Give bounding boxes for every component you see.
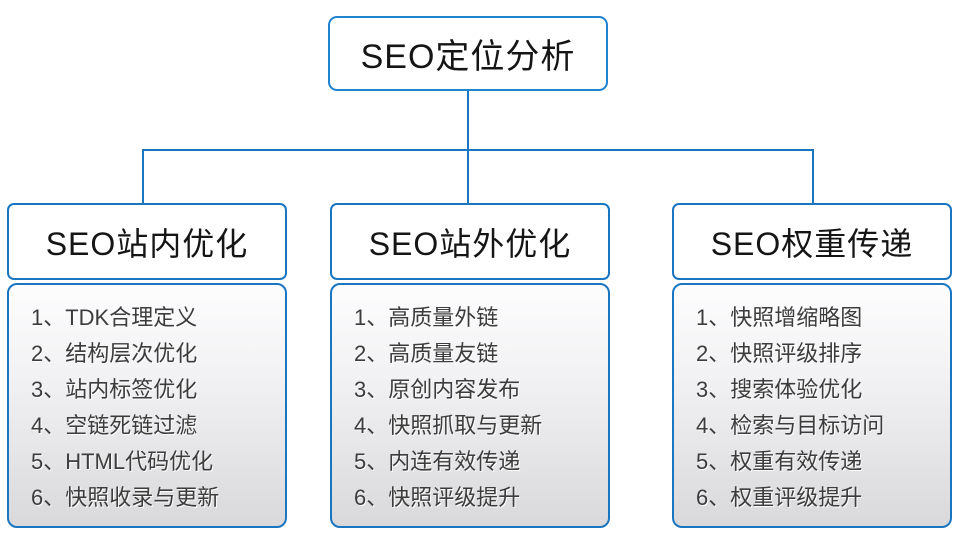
list-item: 3、原创内容发布: [354, 377, 521, 402]
column-weight-list-box: 1、快照增缩略图 2、快照评级排序 3、搜索体验优化 4、检索与目标访问 5、权…: [672, 283, 952, 528]
list-item: 6、权重评级提升: [696, 485, 863, 510]
column-weight-title: SEO权重传递: [710, 225, 914, 262]
connector-right-drop: [812, 149, 814, 205]
column-offsite-list-box: 1、高质量外链 2、高质量友链 3、原创内容发布 4、快照抓取与更新 5、内连有…: [330, 283, 610, 528]
list-item: 3、搜索体验优化: [696, 377, 863, 402]
list-item: 6、快照评级提升: [354, 485, 521, 510]
list-item: 2、高质量友链: [354, 341, 499, 366]
list-item: 4、检索与目标访问: [696, 413, 885, 438]
column-onsite-title: SEO站内优化: [45, 225, 249, 262]
list-item: 4、空链死链过滤: [31, 413, 198, 438]
list-item: 1、高质量外链: [354, 305, 499, 330]
column-offsite-title: SEO站外优化: [368, 225, 572, 262]
connector-left-drop: [142, 149, 144, 205]
connector-horizontal: [142, 149, 814, 151]
column-weight-transfer: SEO权重传递 1、快照增缩略图 2、快照评级排序 3、搜索体验优化 4、检索与…: [672, 203, 952, 528]
connector-middle-drop: [467, 149, 469, 205]
column-onsite-header: SEO站内优化: [7, 203, 287, 280]
connector-root-drop: [467, 91, 469, 150]
list-item: 3、站内标签优化: [31, 377, 198, 402]
list-item: 5、权重有效传递: [696, 449, 863, 474]
column-offsite-header: SEO站外优化: [330, 203, 610, 280]
list-item: 4、快照抓取与更新: [354, 413, 543, 438]
list-item: 6、快照收录与更新: [31, 485, 220, 510]
root-node: SEO定位分析: [328, 16, 608, 91]
list-item: 2、结构层次优化: [31, 341, 198, 366]
column-onsite-seo: SEO站内优化 1、TDK合理定义 2、结构层次优化 3、站内标签优化 4、空链…: [7, 203, 287, 528]
column-offsite-seo: SEO站外优化 1、高质量外链 2、高质量友链 3、原创内容发布 4、快照抓取与…: [330, 203, 610, 528]
list-item: 2、快照评级排序: [696, 341, 863, 366]
column-weight-header: SEO权重传递: [672, 203, 952, 280]
root-node-title: SEO定位分析: [360, 38, 576, 76]
list-item: 5、HTML代码优化: [31, 449, 214, 474]
list-item: 1、快照增缩略图: [696, 305, 863, 330]
list-item: 5、内连有效传递: [354, 449, 521, 474]
column-onsite-list-box: 1、TDK合理定义 2、结构层次优化 3、站内标签优化 4、空链死链过滤 5、H…: [7, 283, 287, 528]
list-item: 1、TDK合理定义: [31, 305, 198, 330]
